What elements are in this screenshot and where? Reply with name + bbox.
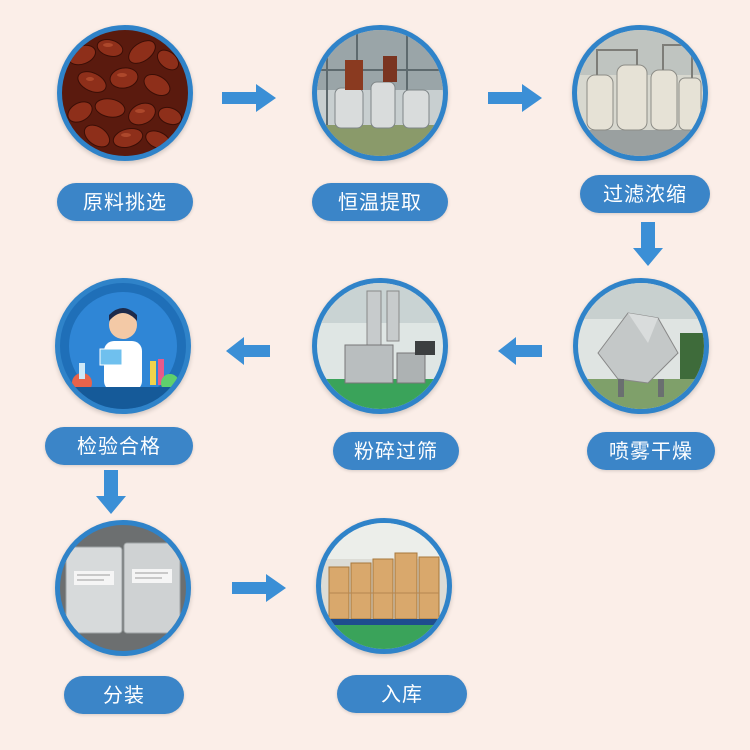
step-1-image [57, 25, 193, 161]
arrow-down-icon [96, 470, 126, 514]
step-2-label: 恒温提取 [312, 183, 448, 221]
step-4-label: 喷雾干燥 [587, 432, 715, 470]
arrow-right-icon [232, 574, 286, 602]
step-6-image [55, 278, 191, 414]
arrow-right-icon [222, 84, 276, 112]
warehouse-drums-photo [321, 523, 447, 649]
step-7-image [55, 520, 191, 656]
step-4-image [573, 278, 709, 414]
step-5-image [312, 278, 448, 414]
step-1-label: 原料挑选 [57, 183, 193, 221]
lab-scientist-illustration [60, 283, 186, 409]
arrow-down-icon [633, 222, 663, 266]
step-8-label: 入库 [337, 675, 467, 713]
step-3-image [572, 25, 708, 161]
step-3-label: 过滤浓缩 [580, 175, 710, 213]
dryer-machine-photo [578, 283, 704, 409]
grinder-machine-photo [317, 283, 443, 409]
arrow-right-icon [488, 84, 542, 112]
foil-packages-photo [60, 525, 186, 651]
step-8-image [316, 518, 452, 654]
raw-material-photo [62, 30, 188, 156]
extraction-tanks-photo [317, 30, 443, 156]
step-2-image [312, 25, 448, 161]
arrow-left-icon [498, 337, 542, 365]
concentration-tanks-photo [577, 30, 703, 156]
step-5-label: 粉碎过筛 [333, 432, 459, 470]
arrow-left-icon [226, 337, 270, 365]
step-6-label: 检验合格 [45, 427, 193, 465]
step-7-label: 分装 [64, 676, 184, 714]
